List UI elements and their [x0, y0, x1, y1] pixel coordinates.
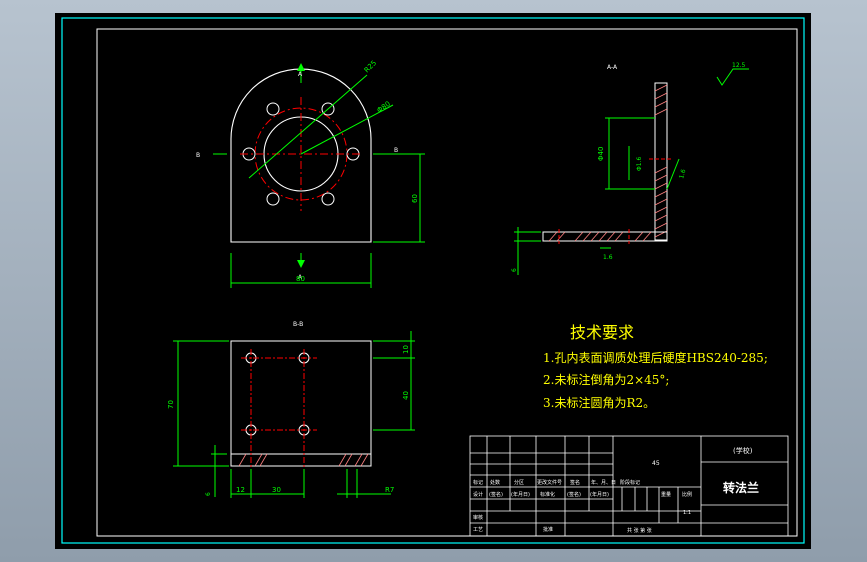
bolt-hole: [266, 192, 280, 206]
tb-header-date: 年、月、日: [591, 479, 616, 486]
note-item-2: 2.未标注倒角为2×45°;: [543, 372, 669, 387]
tb-scale: 比例: [682, 491, 692, 498]
section-b-view: B-B 70 10 40: [167, 321, 415, 498]
dim-r7: R7: [385, 486, 394, 494]
tb-design-sign: (签名): [489, 491, 503, 498]
dim-bottom-b: 6: [205, 492, 212, 496]
drawing-viewport[interactable]: A A B B R25 Φ80 60 80 A-A: [55, 13, 811, 549]
dim-chamfer: 1.6: [678, 168, 687, 179]
front-view: A A B B R25 Φ80 60 80: [196, 59, 425, 288]
flange-outline: [230, 68, 372, 243]
tb-scale-value: 1:1: [683, 510, 691, 516]
tb-process: 工艺: [473, 527, 483, 533]
dim-top: 10: [402, 345, 410, 354]
section-mark-left: B: [196, 152, 200, 159]
roughness-symbol-icon: [716, 68, 749, 86]
dim-12: 12: [236, 486, 245, 494]
tb-header-sign: 签名: [570, 479, 580, 486]
outer-sheet-border: [61, 17, 805, 544]
vertical-plate: [654, 82, 668, 241]
roughness-value: 12.5: [732, 62, 746, 69]
school-cell: (学校): [733, 446, 753, 455]
tb-header-count: 处数: [490, 479, 500, 486]
tb-header-mark: 标记: [473, 479, 483, 486]
arrow-head-icon: [297, 63, 305, 71]
note-item-3: 3.未标注圆角为R2。: [543, 395, 655, 410]
tb-design-date: (年月日): [511, 491, 530, 498]
section-mark-bottom: A: [298, 274, 303, 281]
section-mark-top: A: [298, 71, 303, 78]
bolt-hole: [321, 192, 335, 206]
bolt-hole: [266, 102, 280, 116]
dim-30: 30: [272, 486, 281, 494]
tb-standard: 标准化: [540, 491, 555, 498]
dim-hole: Φ1.6: [636, 157, 643, 171]
dim-bottom-a: 6: [511, 268, 518, 272]
dim-bore: Φ40: [597, 147, 605, 161]
technical-notes: 技术要求 1.孔内表面调质处理后硬度HBS240-285; 2.未标注倒角为2×…: [543, 323, 768, 410]
dim-pcd: Φ80: [376, 100, 392, 115]
title-block-text: 45 (学校) 转法兰 标记 处数 分区 更改文件号 签名 年、月、日 设计 (…: [473, 446, 759, 534]
tb-standard-sign: (签名): [567, 491, 581, 498]
radius-leader: [248, 74, 368, 179]
dim-thick: 1.6: [603, 254, 613, 261]
tb-review: 审核: [473, 514, 483, 521]
arrow-head-icon: [297, 260, 305, 268]
section-b-label: B-B: [293, 321, 303, 328]
cad-drawing: A A B B R25 Φ80 60 80 A-A: [61, 17, 805, 544]
chamfer-leader: [666, 158, 680, 190]
dim-right: 40: [402, 391, 410, 400]
inner-drawing-frame: [96, 28, 798, 537]
dim-left: 70: [167, 400, 175, 409]
material-cell: 45: [652, 460, 660, 467]
notes-title: 技术要求: [570, 323, 634, 342]
section-mark-right: B: [394, 147, 398, 154]
dim-height: 60: [411, 194, 419, 203]
note-item-1: 1.孔内表面调质处理后硬度HBS240-285;: [543, 350, 768, 365]
tb-design: 设计: [473, 491, 483, 498]
base-plate: [542, 231, 668, 242]
tb-header-docno: 更改文件号: [537, 479, 562, 486]
tb-approve: 批准: [543, 526, 553, 533]
pcd-leader: [300, 104, 394, 155]
tb-weight: 重量: [661, 491, 671, 498]
dim-width: 80: [296, 275, 305, 283]
section-a-view: A-A: [511, 62, 749, 275]
part-name: 转法兰: [723, 480, 759, 495]
tb-standard-date: (年月日): [590, 491, 609, 498]
tb-sheets: 共 张 第 张: [627, 527, 652, 534]
title-block: [469, 435, 789, 537]
tb-header-zone: 分区: [514, 479, 524, 486]
dim-radius: R25: [363, 59, 378, 74]
section-a-label: A-A: [607, 64, 618, 71]
bolt-hole: [321, 102, 335, 116]
tb-stage-mark: 阶段标记: [620, 479, 640, 486]
base-plate-outline: [230, 340, 372, 467]
